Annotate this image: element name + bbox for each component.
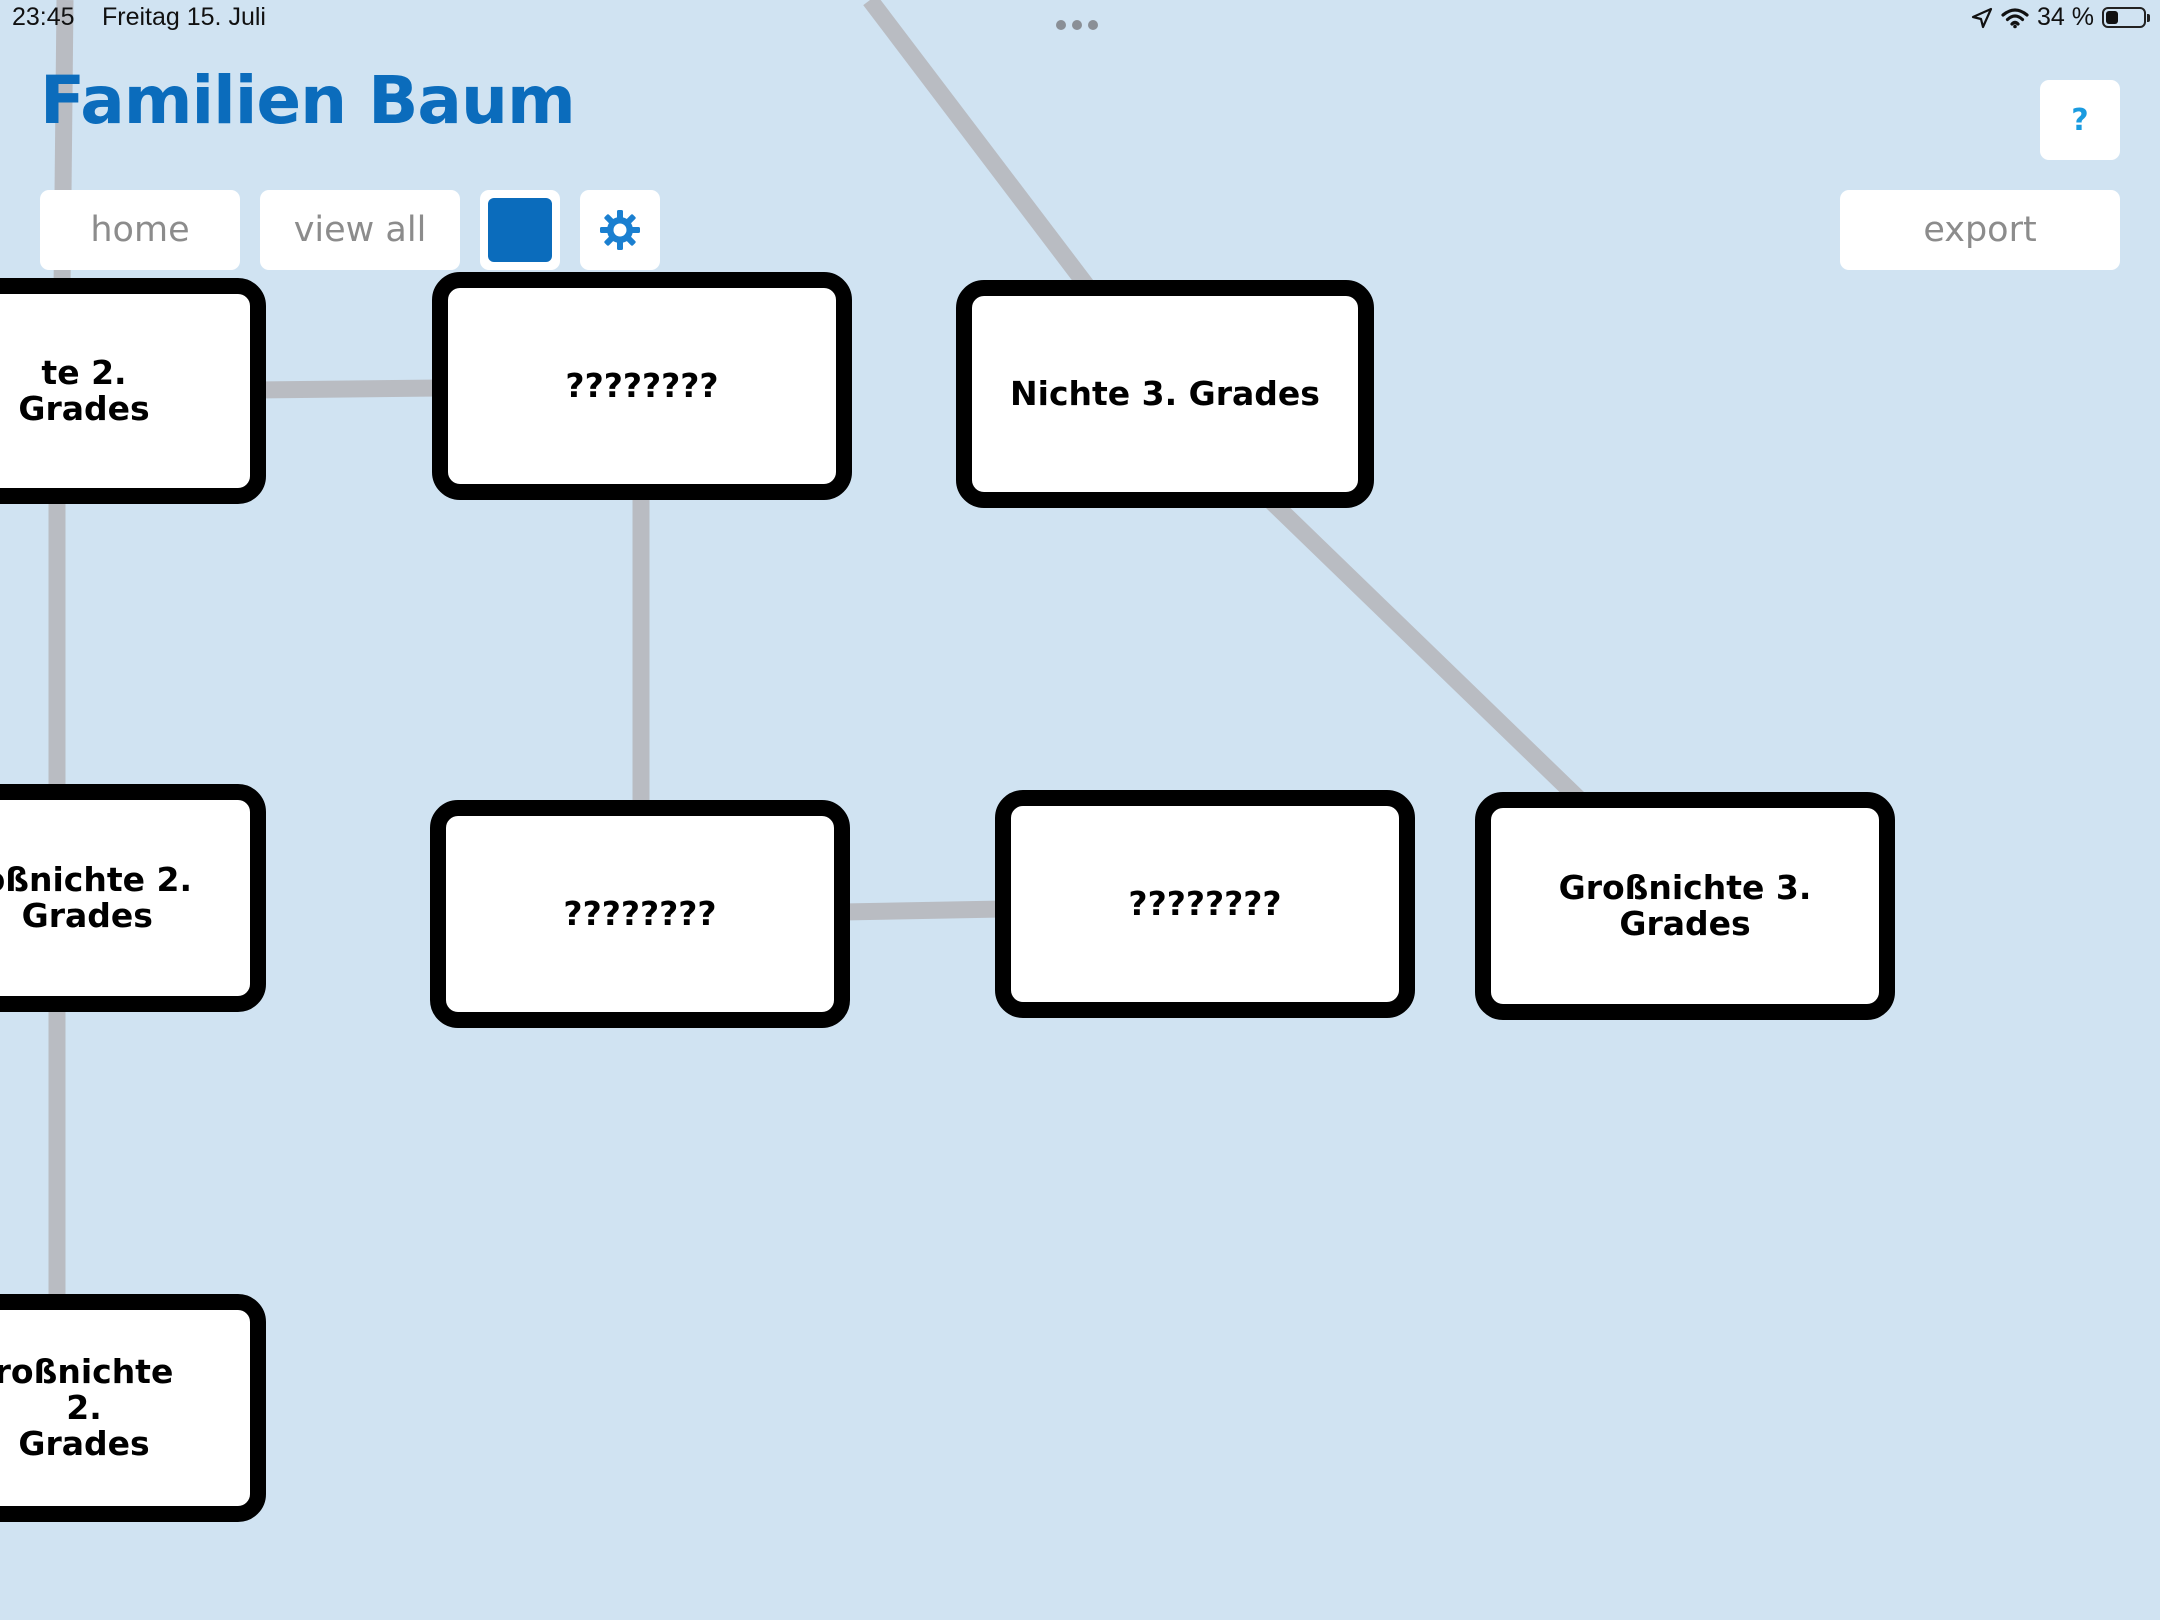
tree-node[interactable]: roßnichte 2. Grades bbox=[0, 1294, 266, 1522]
tree-node[interactable]: te 2. Grades bbox=[0, 278, 266, 504]
battery-level bbox=[2106, 11, 2118, 24]
home-button[interactable]: home bbox=[40, 190, 240, 270]
wifi-icon bbox=[2001, 7, 2029, 28]
app-title: Familien Baum bbox=[40, 62, 576, 139]
export-button-label: export bbox=[1923, 210, 2037, 250]
color-swatch bbox=[488, 198, 552, 262]
tree-node[interactable]: oßnichte 2. Grades bbox=[0, 784, 266, 1012]
connector-line bbox=[1266, 495, 1586, 807]
location-arrow-icon bbox=[1971, 7, 1993, 28]
tree-node[interactable]: ???????? bbox=[432, 272, 852, 500]
tree-node[interactable]: ???????? bbox=[995, 790, 1415, 1018]
status-bar: 23:45 Freitag 15. Juli 34 % bbox=[0, 0, 2160, 40]
tree-node[interactable]: Nichte 3. Grades bbox=[956, 280, 1374, 508]
connector-line bbox=[841, 900, 1004, 921]
battery-percentage: 34 % bbox=[2037, 3, 2094, 31]
export-button[interactable]: export bbox=[1840, 190, 2120, 270]
connector-line bbox=[254, 379, 441, 399]
tree-node[interactable]: Großnichte 3. Grades bbox=[1475, 792, 1895, 1020]
help-button[interactable]: ? bbox=[2040, 80, 2120, 160]
status-indicators: 34 % bbox=[1971, 3, 2150, 32]
gear-icon bbox=[600, 210, 640, 250]
status-date: Freitag 15. Juli bbox=[102, 3, 266, 31]
settings-button[interactable] bbox=[580, 190, 660, 270]
tree-node[interactable]: ???????? bbox=[430, 800, 850, 1028]
status-time: 23:45 bbox=[12, 3, 75, 31]
connector-line bbox=[863, 0, 1097, 296]
battery-icon bbox=[2102, 7, 2150, 28]
home-button-label: home bbox=[90, 210, 190, 250]
color-picker-button[interactable] bbox=[480, 190, 560, 270]
multitasking-dots-icon[interactable] bbox=[1056, 20, 1098, 30]
view-all-button[interactable]: view all bbox=[260, 190, 460, 270]
view-all-button-label: view all bbox=[293, 210, 427, 250]
